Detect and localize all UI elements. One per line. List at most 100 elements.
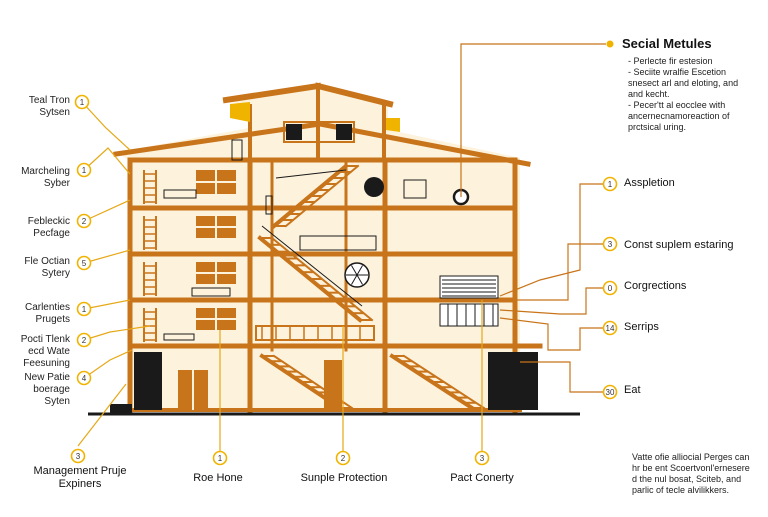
- note-line: prctsical uring.: [628, 122, 687, 132]
- number-badge-label: 30: [606, 388, 615, 397]
- note-line: and kecht.: [628, 89, 670, 99]
- note-line: snesect arl and eloting, and: [628, 78, 739, 88]
- bed: [191, 287, 231, 297]
- dark-room: [512, 352, 538, 410]
- bottom-label: Management Pruje Expiners: [33, 465, 127, 490]
- leader-line: [500, 243, 606, 301]
- number-badge: [602, 176, 618, 192]
- number-badge-label: 5: [82, 259, 87, 268]
- number-badge-label: 1: [82, 166, 87, 175]
- number-badge-label: 2: [341, 454, 346, 463]
- number-badge-label: 3: [608, 240, 613, 249]
- leader-line: [83, 325, 151, 341]
- note-line: - Perlecte fir estesion: [628, 56, 713, 66]
- leader-line: [499, 287, 606, 315]
- number-badge-label: 1: [218, 454, 223, 463]
- left-label: Febleckic Pecfage: [27, 216, 70, 239]
- attic-roof-beam: [222, 82, 322, 104]
- number-badge: [70, 448, 86, 464]
- leader-line: [83, 199, 131, 222]
- number-badge: [335, 450, 351, 466]
- left-label: New Patie boerage Syten: [24, 372, 70, 407]
- number-badge-label: 4: [82, 374, 87, 383]
- right-label: Serrips: [624, 321, 659, 333]
- number-badge: [602, 280, 618, 296]
- right-label: Asspletion: [624, 177, 675, 189]
- number-badge: [76, 213, 92, 229]
- leader-line: [460, 43, 606, 197]
- number-badge-label: 3: [76, 452, 81, 461]
- attic-roof-beam: [314, 82, 394, 108]
- footer-line: parlic of tecle alvilikkers.: [632, 485, 730, 495]
- section-title: Secial Metules: [622, 36, 712, 51]
- pipe-icon: [231, 139, 243, 161]
- number-badge-label: 1: [608, 180, 613, 189]
- footer-line: d the nul bosat, Sciteb, and: [632, 474, 742, 484]
- footer-line: hr be ent Scoertvonl'ernesere: [632, 463, 750, 473]
- title-dot: [606, 40, 614, 48]
- note-line: ancernecnamoreaction of: [628, 111, 730, 121]
- number-badge-label: 2: [82, 217, 87, 226]
- handrail: [261, 225, 363, 307]
- number-badge: [76, 162, 92, 178]
- number-badge-label: 14: [606, 324, 615, 333]
- pipe-icon: [265, 195, 273, 215]
- left-label: Fle Octian Sytery: [24, 256, 70, 279]
- bench: [163, 333, 195, 341]
- number-badge: [212, 450, 228, 466]
- note-line: - Pecer'tt al eocclee with: [628, 100, 726, 110]
- right-label: Corgrections: [624, 280, 687, 292]
- dark-room: [488, 352, 512, 410]
- fan-blade: [351, 274, 358, 285]
- number-badge: [474, 450, 490, 466]
- leader-line: [499, 183, 606, 297]
- handrail: [275, 169, 347, 179]
- left-label: Carlenties Prugets: [24, 302, 70, 325]
- attic-window: [336, 124, 352, 140]
- number-badge: [76, 370, 92, 386]
- number-badge-label: 1: [82, 305, 87, 314]
- cabinet: [403, 179, 427, 199]
- dark-room: [110, 404, 132, 414]
- leader-line: [81, 101, 131, 151]
- number-badge: [76, 301, 92, 317]
- dark-room: [134, 352, 162, 410]
- leader-line: [83, 147, 131, 175]
- attic-window: [286, 124, 302, 140]
- number-badge: [602, 384, 618, 400]
- number-badge-label: 0: [608, 284, 613, 293]
- footer-note: Vatte ofie alliocial Perges can hr be en…: [632, 452, 764, 496]
- leader-line: [83, 349, 133, 379]
- footer-line: Vatte ofie alliocial Perges can: [632, 452, 750, 462]
- number-badge: [76, 332, 92, 348]
- number-badge-label: 2: [82, 336, 87, 345]
- note-line: - Seciite wralfie Escetion: [628, 67, 727, 77]
- leader-line: [83, 249, 131, 264]
- leader-line: [499, 317, 606, 351]
- right-label: Eat: [624, 384, 641, 396]
- door: [324, 360, 342, 408]
- notes-block: - Perlecte fir estesion - Seciite wralfi…: [628, 56, 764, 133]
- number-badge-label: 3: [480, 454, 485, 463]
- leader-line: [520, 361, 606, 393]
- tank-icon: [364, 177, 384, 197]
- attic-window-frame: [283, 121, 355, 143]
- left-label: Pocti Tlenk ecd Wate Feesuning: [20, 334, 70, 369]
- leader-line: [77, 383, 127, 447]
- bed: [163, 189, 197, 199]
- bottom-label: Pact Conerty: [450, 472, 514, 484]
- fan-blade: [356, 274, 363, 285]
- railing: [255, 325, 375, 341]
- vent-panel: [439, 303, 499, 327]
- left-label: Teal Tron Sytsen: [28, 95, 70, 118]
- leader-line: [83, 299, 131, 310]
- counter: [299, 235, 377, 251]
- left-label: Marcheling Syber: [21, 166, 70, 189]
- number-badge: [602, 320, 618, 336]
- number-badge-label: 1: [80, 98, 85, 107]
- number-badge: [76, 255, 92, 271]
- number-badge: [74, 94, 90, 110]
- roof-accent: [386, 118, 400, 132]
